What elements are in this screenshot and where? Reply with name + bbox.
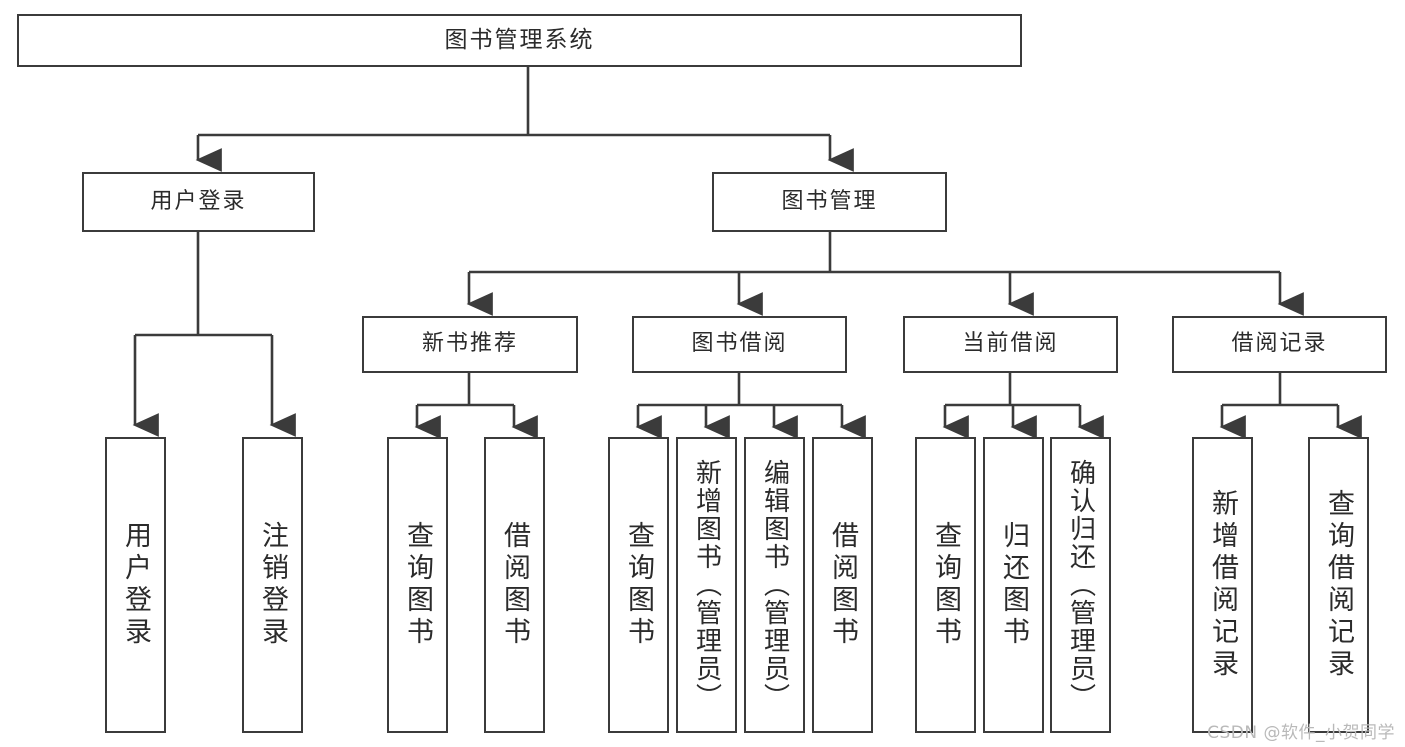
- node-current-borrow[interactable]: 当前借阅: [903, 316, 1118, 373]
- leaf-add-book[interactable]: 新增图书（管理员）: [676, 437, 737, 733]
- leaf-confirm-return-label: 确认归还（管理员）: [1065, 459, 1096, 711]
- leaf-query-book-3[interactable]: 查询图书: [915, 437, 976, 733]
- leaf-borrow-book-2-label: 借阅图书: [827, 521, 858, 649]
- node-user-login[interactable]: 用户登录: [82, 172, 315, 232]
- leaf-return-book[interactable]: 归还图书: [983, 437, 1044, 733]
- leaf-user-login-label: 用户登录: [120, 521, 151, 649]
- node-new-book-recommend[interactable]: 新书推荐: [362, 316, 578, 373]
- node-user-login-label: 用户登录: [150, 188, 247, 214]
- node-book-manage[interactable]: 图书管理: [712, 172, 947, 232]
- leaf-add-record-label: 新增借阅记录: [1207, 489, 1238, 681]
- watermark: CSDN @软件_小贺同学: [1207, 723, 1395, 743]
- leaf-add-book-label: 新增图书（管理员）: [691, 459, 722, 711]
- leaf-query-book-2-label: 查询图书: [623, 521, 654, 649]
- node-borrow-record[interactable]: 借阅记录: [1172, 316, 1387, 373]
- leaf-return-book-label: 归还图书: [998, 521, 1029, 649]
- leaf-user-logout[interactable]: 注销登录: [242, 437, 303, 733]
- node-borrow-record-label: 借阅记录: [1231, 331, 1328, 357]
- node-book-manage-label: 图书管理: [781, 188, 878, 214]
- leaf-query-book-2[interactable]: 查询图书: [608, 437, 669, 733]
- leaf-user-login[interactable]: 用户登录: [105, 437, 166, 733]
- leaf-borrow-book-1-label: 借阅图书: [499, 521, 530, 649]
- leaf-edit-book[interactable]: 编辑图书（管理员）: [744, 437, 805, 733]
- node-book-borrow-label: 图书借阅: [691, 331, 788, 357]
- leaf-borrow-book-2[interactable]: 借阅图书: [812, 437, 873, 733]
- leaf-query-book-3-label: 查询图书: [930, 521, 961, 649]
- leaf-query-book-1[interactable]: 查询图书: [387, 437, 448, 733]
- leaf-user-logout-label: 注销登录: [257, 521, 288, 649]
- node-book-borrow[interactable]: 图书借阅: [632, 316, 847, 373]
- node-root-label: 图书管理系统: [444, 26, 595, 53]
- leaf-edit-book-label: 编辑图书（管理员）: [759, 459, 790, 711]
- leaf-query-record-label: 查询借阅记录: [1323, 489, 1354, 681]
- node-root[interactable]: 图书管理系统: [17, 14, 1022, 67]
- leaf-query-book-1-label: 查询图书: [402, 521, 433, 649]
- leaf-add-record[interactable]: 新增借阅记录: [1192, 437, 1253, 733]
- leaf-confirm-return[interactable]: 确认归还（管理员）: [1050, 437, 1111, 733]
- leaf-borrow-book-1[interactable]: 借阅图书: [484, 437, 545, 733]
- node-current-borrow-label: 当前借阅: [962, 331, 1059, 357]
- node-new-book-recommend-label: 新书推荐: [421, 331, 518, 357]
- leaf-query-record[interactable]: 查询借阅记录: [1308, 437, 1369, 733]
